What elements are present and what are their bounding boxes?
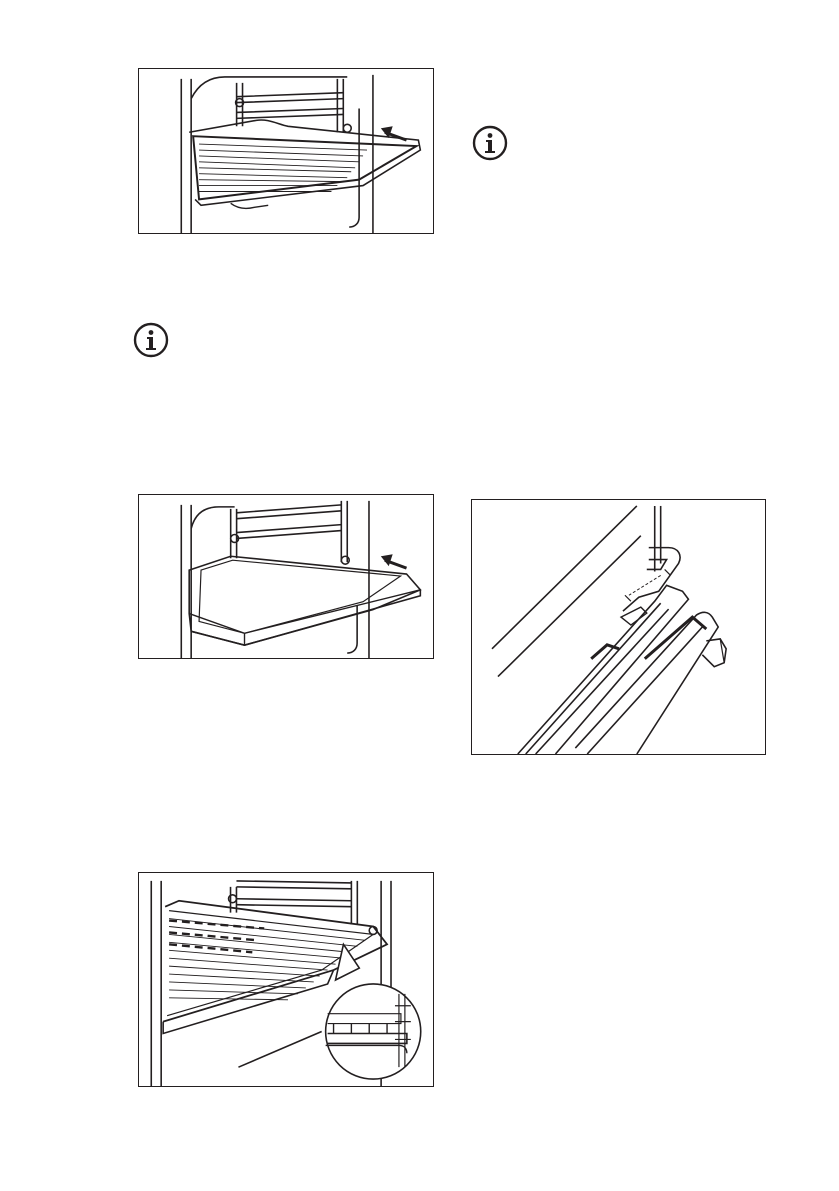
figure-door-hinge-detail (471, 499, 766, 755)
wire-shelf-arrow-illustration (139, 69, 433, 233)
info-icon (133, 322, 169, 358)
info-icon (472, 125, 508, 161)
baking-tray-arrow-illustration (139, 495, 433, 658)
door-hinge-illustration (472, 500, 765, 754)
shelf-on-tray-zoom-illustration (139, 873, 433, 1086)
figure-wire-shelf-insert (138, 68, 434, 234)
figure-shelf-and-tray-together (138, 872, 434, 1087)
figure-tray-insert (138, 494, 434, 659)
